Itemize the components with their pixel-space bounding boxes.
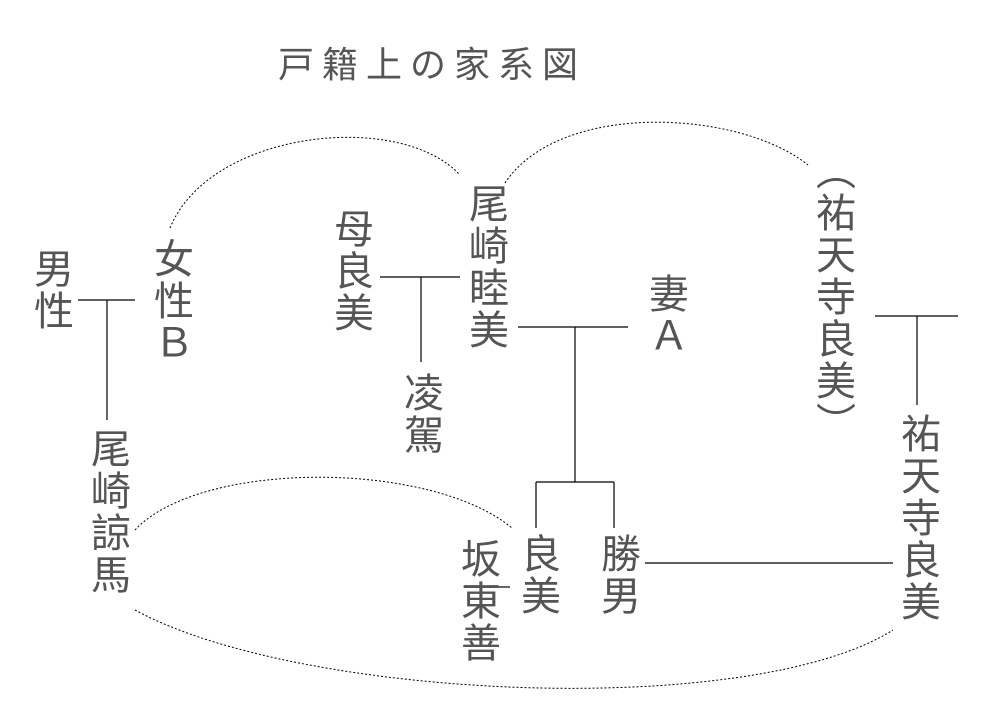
person-bandou-zen: 坂東善: [454, 538, 500, 664]
link-mutsumi-wifea: [518, 326, 628, 528]
person-yoshimi: 良美: [514, 533, 560, 617]
dotted-arc-ryouma-yoshimi: [134, 476, 513, 531]
dotted-arc-mutsumi-yutenji: [504, 121, 809, 184]
person-ozaki-mutsumi: 尾崎睦美: [462, 183, 508, 351]
person-yutenji-yoshimi-paren: （祐天寺良美）: [809, 150, 855, 444]
person-male: 男性: [27, 248, 73, 332]
person-yutenji-yoshimi: 祐天寺良美: [894, 413, 940, 623]
person-female-b: 女性Ｂ: [147, 238, 193, 364]
link-male-femaleb: [78, 299, 135, 420]
dotted-arc-ryouma-yutenji: [134, 609, 894, 689]
link-mother-mutsumi: [380, 276, 460, 362]
link-yutenji: [875, 315, 958, 405]
dotted-arc-femaleb-mutsumi: [169, 136, 461, 229]
person-ryouga: 凌駕: [397, 372, 443, 456]
person-wife-a: 妻Ａ: [642, 273, 688, 357]
person-ozaki-ryouma: 尾崎諒馬: [84, 428, 130, 596]
person-mother-yoshimi: 母良美: [327, 208, 373, 334]
person-katsuo: 勝男: [594, 533, 640, 617]
diagram-title: 戸籍上の家系図: [278, 45, 587, 86]
